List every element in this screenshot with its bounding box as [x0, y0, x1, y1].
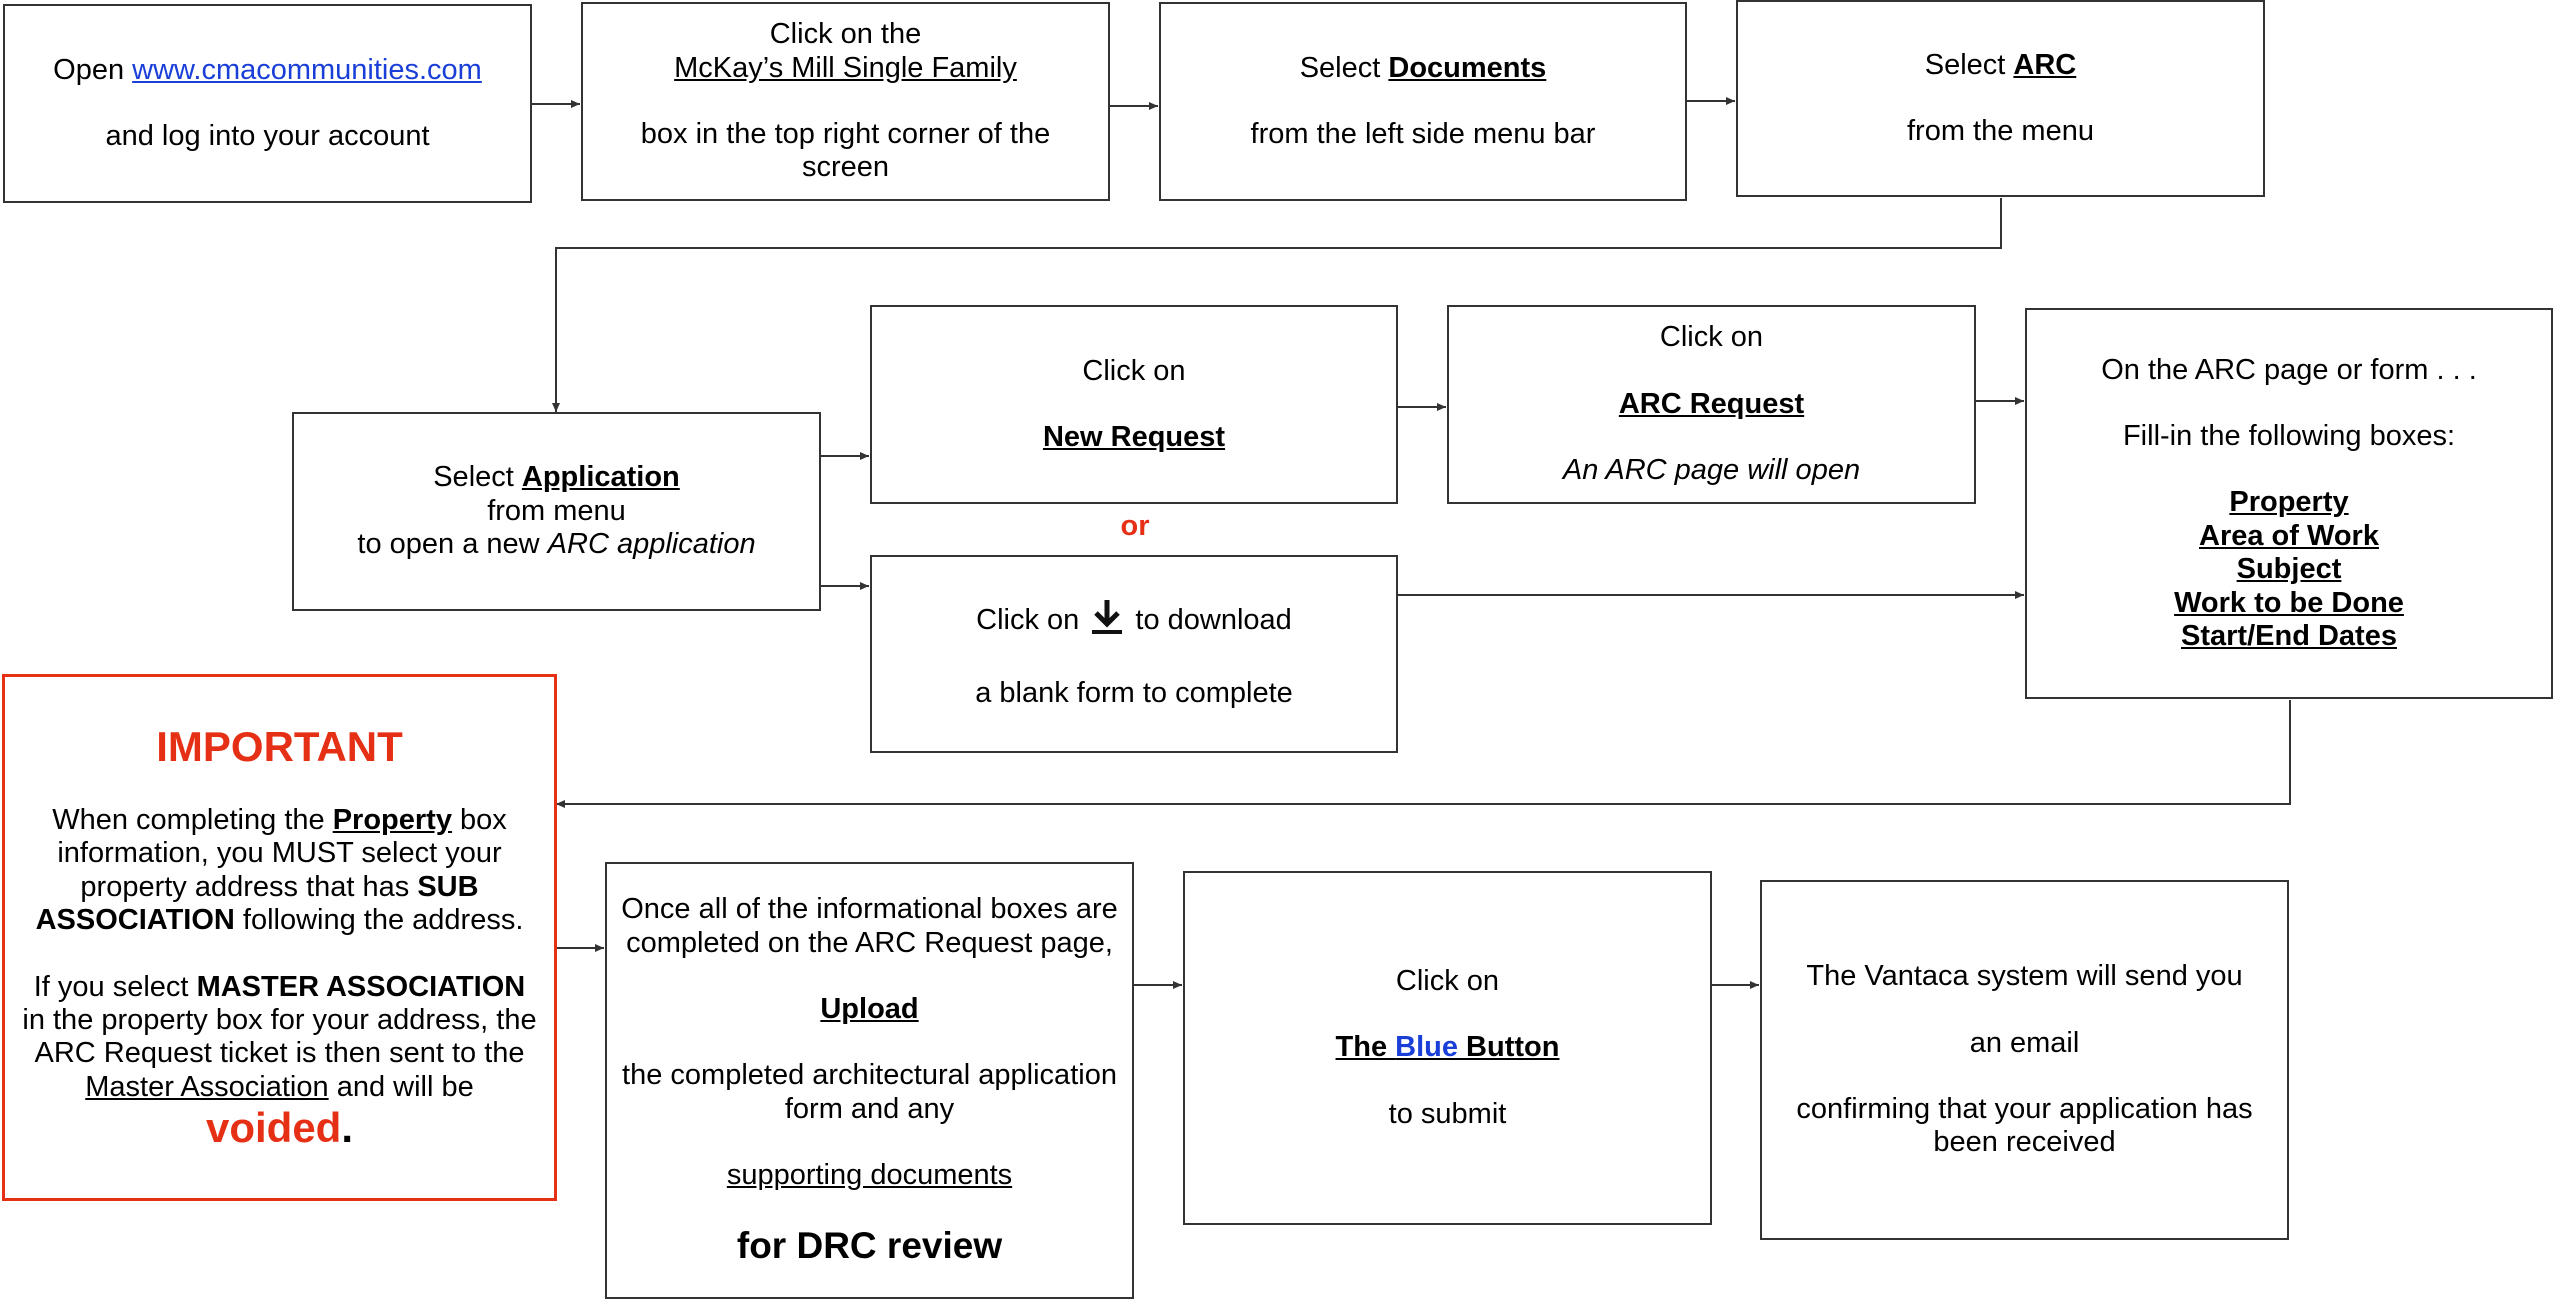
step-text: from the left side menu bar [1250, 118, 1596, 150]
field-subject: Subject [2236, 553, 2342, 586]
step-note: An ARC page will open [1562, 454, 1861, 487]
step-text: box in the top right corner of the scree… [640, 118, 1051, 184]
step-upload-documents: Once all of the informational boxes are … [605, 862, 1134, 1299]
step-arc-request: Click on ARC Request An ARC page will op… [1447, 305, 1976, 504]
blue-button-text: The [1335, 1031, 1396, 1064]
step-text: Click on [1659, 321, 1764, 354]
important-notice: IMPORTANT When completing the Property b… [2, 674, 557, 1201]
field-property: Property [2229, 486, 2349, 519]
step-text: a blank form to complete [975, 677, 1293, 709]
step-text: Click on the [769, 18, 922, 51]
sub-association-label: SUB ASSOCIATION [35, 870, 479, 937]
step-select-application: Select Application from menu to open a n… [292, 412, 821, 611]
blue-button-text: Button [1458, 1031, 1560, 1064]
step-text: to submit [1388, 1097, 1507, 1130]
documents-label: Documents [1388, 51, 1547, 84]
step-text: The Vantaca system will send you [1806, 960, 2243, 993]
or-label: or [1120, 510, 1150, 542]
arc-application-label: ARC application [547, 528, 756, 561]
arrow-s4-s5 [552, 198, 2002, 412]
field-start-end-dates: Start/End Dates [2181, 619, 2397, 652]
step-text: On the ARC page or form . . . [2101, 353, 2477, 386]
step-select-arc: Select ARC from the menu [1736, 0, 2265, 197]
drc-review-label: for DRC review [736, 1225, 1003, 1267]
step-text: Fill-in the following boxes: [2122, 420, 2456, 453]
step-text: Select [1299, 51, 1389, 84]
step-text: Click on [976, 603, 1088, 636]
notice-text: box information, you MUST select your pr… [57, 804, 507, 903]
step-confirmation-email: The Vantaca system will send you an emai… [1760, 880, 2289, 1240]
step-text: Select [433, 461, 522, 494]
notice-text: If you select [33, 970, 197, 1003]
step-open-website: Open www.cmacommunities.com and log into… [3, 4, 532, 203]
arrow-s9-important [556, 700, 2291, 808]
step-text: Click on [1395, 964, 1500, 997]
website-link[interactable]: www.cmacommunities.com [132, 53, 482, 86]
step-new-request: Click on New Request [870, 305, 1398, 504]
step-text: Click on [1082, 354, 1186, 387]
important-title: IMPORTANT [156, 722, 403, 770]
new-request-label: New Request [1042, 421, 1226, 453]
upload-label: Upload [820, 992, 919, 1025]
blue-button-label: The Blue Button [1336, 1031, 1560, 1064]
arc-request-label: ARC Request [1618, 387, 1805, 420]
notice-text: When completing the [52, 804, 333, 837]
voided-label: voided [205, 1103, 342, 1151]
field-area-of-work: Area of Work [2199, 519, 2379, 552]
step-text: to open a new [357, 528, 548, 561]
blue-word: Blue [1395, 1031, 1458, 1064]
arc-label: ARC [2013, 48, 2077, 81]
supporting-documents-label: supporting documents [726, 1158, 1013, 1191]
field-work-to-be-done: Work to be Done [2174, 586, 2404, 619]
notice-text: in the property box for your address, th… [22, 1003, 537, 1070]
download-icon[interactable] [1091, 598, 1123, 644]
step-text: Select [1924, 48, 2014, 81]
step-text: Open [53, 53, 133, 86]
step-blue-button: Click on The Blue Button to submit [1183, 871, 1712, 1225]
application-label: Application [521, 461, 680, 494]
step-text: Once all of the informational boxes are … [621, 893, 1118, 959]
step-text: from the menu [1907, 115, 2094, 147]
step-text: the completed architectural application … [622, 1059, 1117, 1125]
step-text: an email [1969, 1026, 2080, 1059]
step-click-community: Click on the McKay’s Mill Single Family … [581, 2, 1110, 201]
property-label: Property [332, 804, 452, 837]
step-select-documents: Select Documents from the left side menu… [1159, 2, 1687, 201]
community-name: McKay’s Mill Single Family [674, 51, 1017, 84]
step-text: to download [1127, 603, 1292, 636]
master-association-link-text: Master Association [85, 1070, 329, 1103]
step-text: and log into your account [105, 120, 430, 152]
step-download-form: Click on to download a blank form to com… [870, 555, 1398, 753]
step-text: confirming that your application has bee… [1796, 1093, 2253, 1159]
master-association-label: MASTER ASSOCIATION [196, 970, 526, 1003]
notice-text: following the address. [234, 904, 524, 937]
step-text: from menu [487, 494, 626, 527]
period: . [341, 1103, 354, 1151]
notice-text: and will be [328, 1070, 474, 1103]
step-fill-in-boxes: On the ARC page or form . . . Fill-in th… [2025, 308, 2553, 699]
